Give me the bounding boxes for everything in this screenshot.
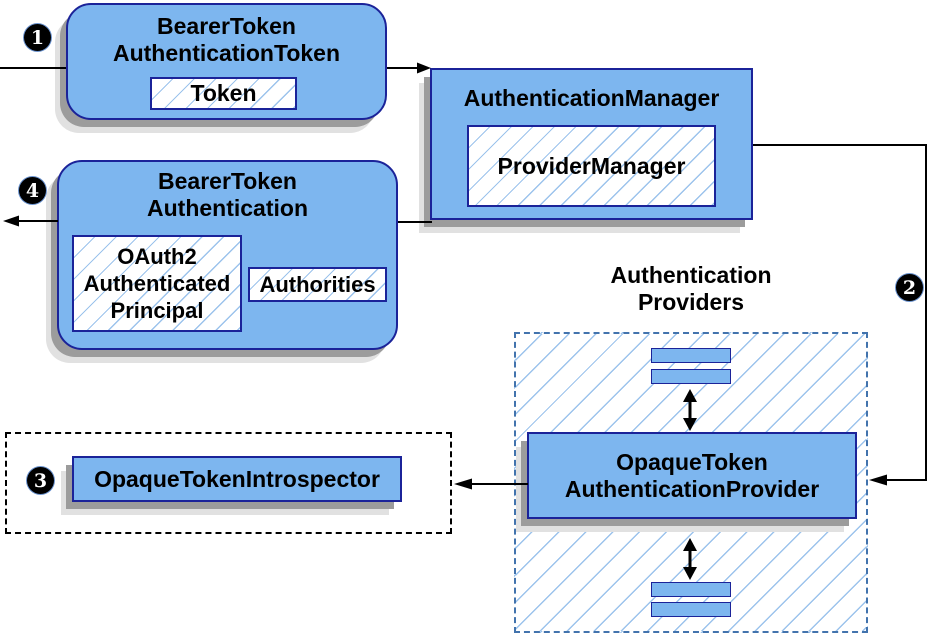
title-line: BearerToken [157,13,296,39]
label-line: Providers [637,289,745,315]
authorities-label: Authorities [259,272,376,297]
provider-manager-label: ProviderManager [497,152,686,179]
step-2-badge: 2 [896,274,923,301]
provider-title-line: AuthenticationProvider [564,475,820,502]
provider-title-line: OpaqueToken [616,448,768,475]
principal-line: Authenticated [83,271,231,296]
opaque-token-introspector-label: OpaqueTokenIntrospector [94,465,380,492]
step-4-badge: 4 [19,177,46,204]
token-box: Token [150,77,297,110]
bearer-token-authentication-title: BearerToken Authentication [59,168,396,222]
provider-placeholder-bar [651,369,731,384]
provider-placeholder-bar [651,602,731,617]
authorities-box: Authorities [248,267,387,302]
title-line: BearerToken [158,168,297,194]
arrow-authentication-out [3,215,58,227]
opaque-token-introspector-box: OpaqueTokenIntrospector [72,456,402,502]
authentication-manager-box: AuthenticationManager ProviderManager [430,68,753,220]
provider-manager-box: ProviderManager [467,125,716,207]
principal-line: Principal [110,298,204,323]
provider-placeholder-bar [651,582,731,597]
authentication-providers-label: Authentication Providers [514,262,868,316]
step-3-badge: 3 [27,467,54,494]
token-label: Token [190,80,257,106]
label-line: Authentication [610,262,772,288]
title-line: AuthenticationToken [112,40,340,66]
bearer-token-authentication-token-box: BearerToken AuthenticationToken Token [66,3,387,120]
introspector-bean-box: OpaqueTokenIntrospector [5,432,452,534]
bearer-token-authentication-token-title: BearerToken AuthenticationToken [68,13,385,67]
opaque-token-authentication-provider-box: OpaqueToken AuthenticationProvider [527,432,857,519]
step-1-badge: 1 [24,24,51,51]
principal-line: OAuth2 [117,244,197,269]
arrow-token-to-manager [387,62,431,74]
oauth2-authenticated-principal-box: OAuth2 Authenticated Principal [72,235,242,332]
provider-placeholder-bar [651,348,731,363]
authentication-providers-container: OpaqueToken AuthenticationProvider [514,332,868,633]
authentication-manager-title: AuthenticationManager [463,85,720,111]
title-line: Authentication [147,195,308,221]
bearer-token-authentication-box: BearerToken Authentication OAuth2 Authen… [57,160,398,350]
